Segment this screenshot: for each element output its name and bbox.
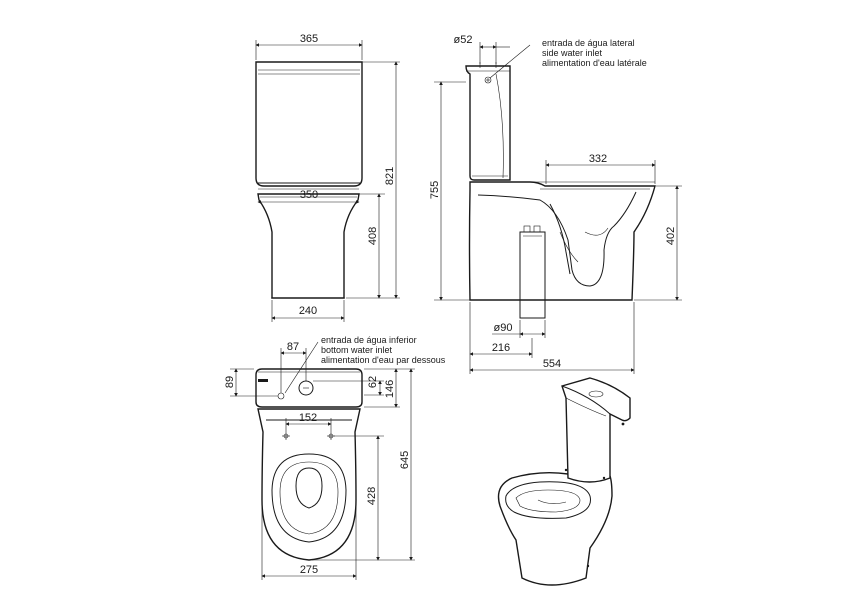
dim-side-bowl-opening: 332	[589, 153, 607, 165]
perspective-flush-button-icon	[588, 390, 604, 398]
dim-front-top-width: 365	[300, 33, 318, 45]
perspective-view	[497, 377, 631, 586]
plan-seat-ring	[271, 453, 347, 543]
dim-plan-cistern-depth: 146	[384, 380, 396, 398]
plan-cistern-outline	[255, 368, 363, 408]
dim-side-outlet-offset: 216	[492, 342, 510, 354]
dim-plan-fixing-spacing: 152	[299, 412, 317, 424]
dim-plan-inlet-offset: 87	[287, 341, 299, 353]
front-view: 365 350 240 408 821	[255, 33, 400, 322]
front-bowl-outline	[257, 193, 360, 299]
dim-plan-hole-offset: 62	[367, 376, 379, 388]
dim-plan-total-length: 645	[399, 451, 411, 469]
side-water-inlet-icon	[484, 76, 492, 84]
dim-front-total-height: 821	[384, 167, 396, 185]
plan-view: 87 entrada de água inferior bottom water…	[224, 335, 446, 580]
side-trap-channel	[477, 191, 637, 287]
dim-side-outlet-diameter: ø90	[494, 322, 513, 334]
dim-front-bowl-height: 408	[367, 227, 379, 245]
perspective-bowl	[497, 471, 613, 586]
dim-front-bowl-width: 350	[300, 189, 318, 201]
side-cistern-outline	[465, 65, 511, 181]
note-side-inlet-en: side water inlet	[542, 48, 603, 58]
plan-bowl-outline	[257, 408, 361, 561]
dim-side-bowl-height: 402	[665, 227, 677, 245]
perspective-cistern	[561, 377, 631, 483]
side-view: ø52 entrada de água lateral side water i…	[429, 34, 682, 374]
front-cistern-outline	[255, 61, 363, 187]
dim-side-inlet-diameter: ø52	[454, 34, 473, 46]
side-bowl-outline	[468, 181, 656, 301]
side-outlet-pipe	[519, 231, 546, 319]
dim-plan-bowl-width: 275	[300, 564, 318, 576]
note-side-inlet-fr: alimentation d'eau latérale	[542, 58, 647, 68]
perspective-bowl-rim	[505, 481, 591, 519]
bottom-water-inlet-icon	[277, 392, 285, 400]
note-bottom-inlet-en: bottom water inlet	[321, 345, 393, 355]
dim-plan-inlet-to-back: 89	[224, 376, 236, 388]
plan-logo-mark	[258, 379, 268, 382]
dim-side-cistern-height: 755	[429, 181, 441, 199]
dim-side-total-depth: 554	[543, 358, 561, 370]
note-bottom-inlet-fr: alimentation d'eau par dessous	[321, 355, 446, 365]
note-side-inlet-pt: entrada de água lateral	[542, 38, 635, 48]
dim-plan-fixing-to-front: 428	[366, 487, 378, 505]
note-bottom-inlet-pt: entrada de água inferior	[321, 335, 417, 345]
dim-front-base-width: 240	[299, 305, 317, 317]
